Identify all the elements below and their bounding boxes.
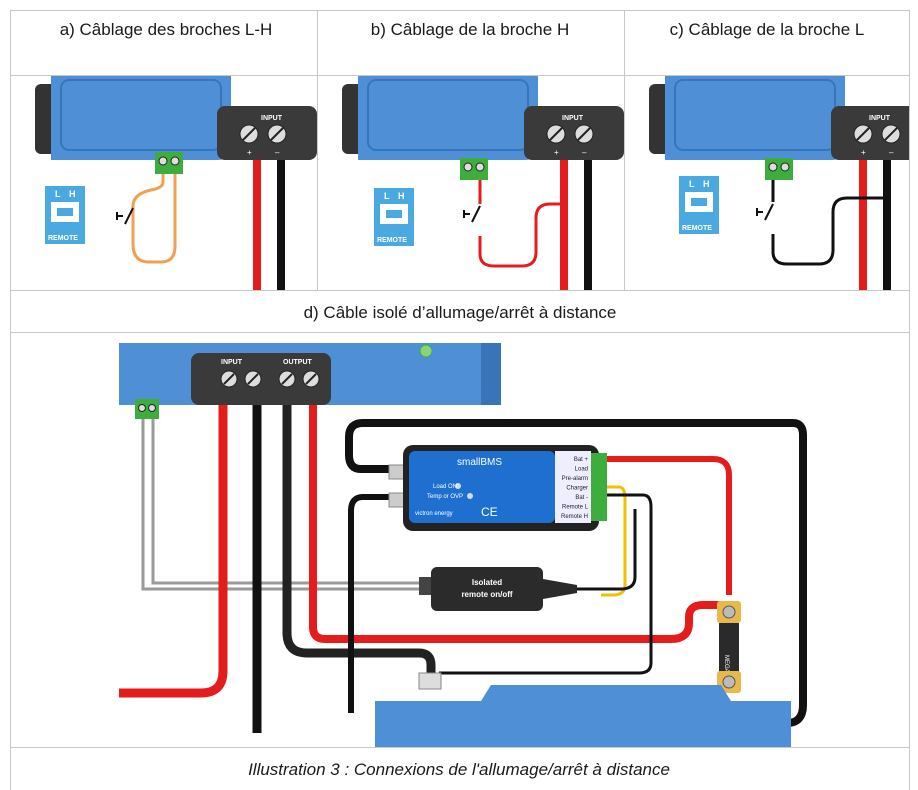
isolated-remote-module: Isolated remote on/off [419,567,577,611]
pin-label: Charger [566,486,588,492]
svg-text:H: H [703,179,710,189]
pin-label: Remote L [562,505,589,511]
pin-label: Remote H [561,514,588,520]
pin-label: Bat + [574,457,589,463]
input-label: INPUT [261,115,283,122]
svg-text:+: + [247,148,252,157]
svg-text:remote on/off: remote on/off [461,590,512,599]
header-d: d) Câble isolé d’allumage/arrêt à distan… [303,303,617,322]
svg-text:L: L [689,179,695,189]
svg-text:–: – [889,148,894,157]
svg-text:smallBMS: smallBMS [457,457,502,468]
row-divider-4 [10,747,910,748]
svg-text:H: H [398,191,405,201]
row-divider-2 [10,290,910,291]
col-divider-2 [624,10,625,291]
svg-text:–: – [582,148,587,157]
svg-text:Temp or OVP: Temp or OVP [427,494,463,500]
svg-text:CE: CE [481,505,498,519]
svg-text:INPUT: INPUT [869,115,891,122]
svg-text:REMOTE: REMOTE [48,235,78,242]
svg-text:REMOTE: REMOTE [682,225,712,232]
pin-label: Bat - [575,495,588,501]
svg-text:INPUT: INPUT [562,115,584,122]
smallbms-device: smallBMS Load ON Temp or OVP victron ene… [388,445,607,531]
figure-caption: Illustration 3 : Connexions de l'allumag… [248,760,670,779]
table-border-right [909,10,910,790]
table-border-top [10,10,910,11]
row-divider-1 [10,75,910,76]
svg-text:L: L [384,191,390,201]
svg-text:–: – [275,148,280,157]
svg-text:Isolated: Isolated [472,578,502,587]
header-b: b) Câblage de la broche H [370,20,570,39]
svg-text:H: H [69,189,76,199]
pin-label: Pre-alarm [562,476,588,482]
svg-text:OUTPUT: OUTPUT [283,359,313,366]
svg-text:victron energy: victron energy [415,511,453,517]
header-a: a) Câblage des broches L-H [59,20,273,39]
diagram-d: INPUT OUTPUT smallBMS Load ON Temp or OV… [11,333,909,747]
svg-text:+: + [861,148,866,157]
svg-text:INPUT: INPUT [221,359,243,366]
svg-text:Load ON: Load ON [433,484,457,490]
svg-text:+: + [554,148,559,157]
header-c: c) Câblage de la broche L [669,20,865,39]
table-border-left [10,10,11,790]
svg-text:L: L [55,189,61,199]
svg-text:MEGA: MEGA [723,655,729,673]
fuse: MEGA [717,601,741,693]
col-divider-1 [317,10,318,291]
pin-label: Load [575,467,588,473]
row-divider-3 [10,332,910,333]
svg-text:REMOTE: REMOTE [377,237,407,244]
